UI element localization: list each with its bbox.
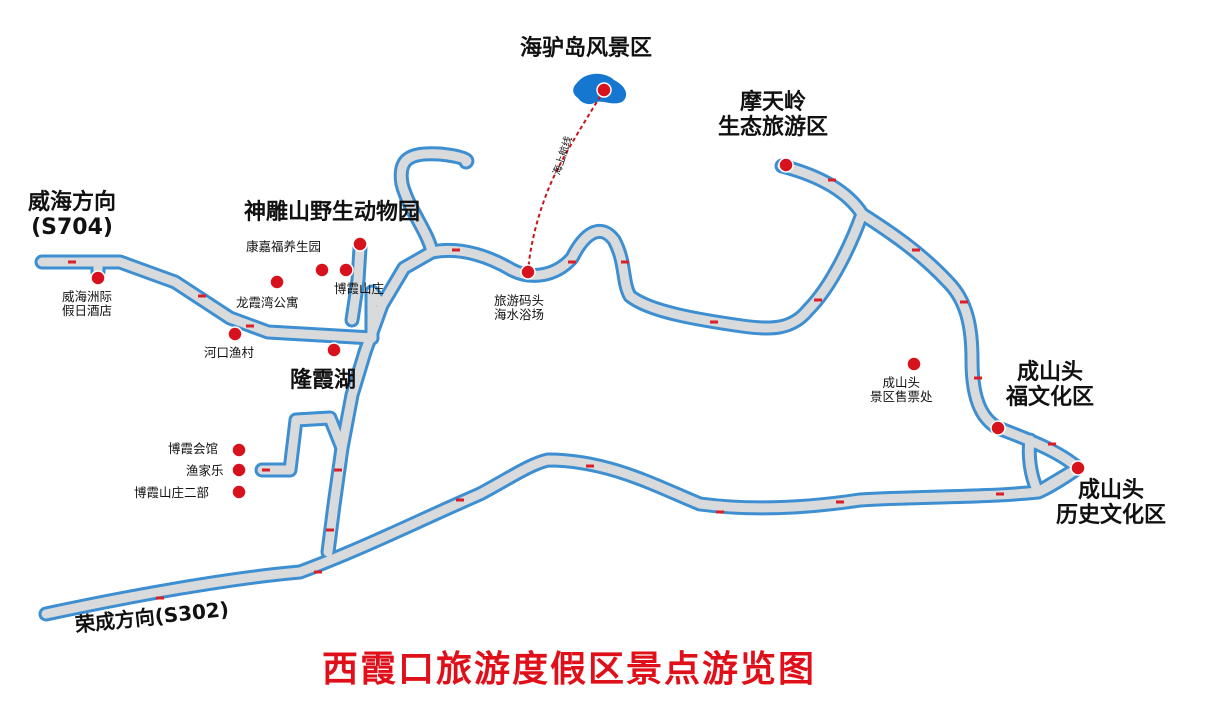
label-weihai-hotel-line1: 威海洲际 (62, 289, 113, 304)
road-marking (814, 298, 822, 302)
label-chengshantou-fu-line1: 成山头 (1017, 360, 1084, 385)
label-ferry-pier-line1: 旅游码头 (494, 293, 545, 308)
poi-chengshantou-fu[interactable] (990, 420, 1006, 436)
road-to-pier (427, 209, 867, 333)
road-marking (716, 510, 724, 514)
road-marking (198, 294, 206, 298)
road-motianling (777, 161, 1003, 433)
road-marking (326, 528, 334, 532)
label-weihai-hotel: 威海洲际 假日酒店 (62, 289, 113, 319)
poi-shendiao-zoo[interactable] (352, 236, 368, 252)
road-marking (262, 468, 270, 472)
road-shendiao (347, 243, 387, 343)
road-marking (996, 492, 1004, 496)
poi-longxia-lake[interactable] (326, 342, 342, 358)
label-weihai-line1: 威海方向 (28, 190, 117, 215)
road-south-trunk (323, 247, 437, 557)
poi-hailv-island[interactable] (596, 82, 612, 98)
label-ferry-pier: 旅游码头 海水浴场 (494, 293, 545, 323)
road-marking (568, 260, 576, 264)
poi-ticket-office[interactable] (906, 356, 922, 372)
poi-ferry-pier[interactable] (520, 264, 536, 280)
poi-chengshantou-history[interactable] (1070, 460, 1086, 476)
label-hekou: 河口渔村 (204, 345, 255, 360)
poi-kangjia[interactable] (314, 262, 330, 278)
poi-boxia-villa2[interactable] (231, 484, 247, 500)
road-rongcheng-s302-border (38, 452, 1046, 622)
label-kangjia: 康嘉福养生园 (246, 239, 322, 254)
road-marking (334, 468, 342, 472)
ferry-route-line (527, 89, 605, 273)
road-marking (828, 178, 836, 182)
road-marking (246, 324, 254, 328)
label-ticket-office: 成山头 景区售票处 (870, 375, 933, 405)
poi-weihai-hotel[interactable] (90, 270, 106, 286)
label-weihai-direction: 威海方向 (S704) (28, 190, 116, 241)
road-marking (314, 570, 322, 574)
label-motianling-line1: 摩天岭 (740, 90, 807, 115)
road-marking (621, 260, 629, 264)
poi-yujiale[interactable] (231, 462, 247, 478)
label-chengshantou-history: 成山头 历史文化区 (1056, 478, 1166, 529)
label-ferry-pier-line2: 海水浴场 (494, 307, 545, 323)
label-shendiao-zoo: 神雕山野生动物园 (244, 200, 421, 225)
road-marking (1048, 442, 1056, 446)
road-marking (452, 248, 460, 252)
poi-boxia-hall[interactable] (231, 442, 247, 458)
poi-markers (90, 82, 1086, 500)
road-north-loop (396, 149, 472, 257)
label-hailv-island: 海驴岛风景区 (520, 36, 653, 61)
label-ticket-line1: 成山头 (882, 375, 921, 390)
poi-motianling[interactable] (778, 157, 794, 173)
label-boxia-hall: 博霞会馆 (168, 441, 219, 456)
road-marking (710, 320, 718, 324)
label-motianling: 摩天岭 生态旅游区 (718, 90, 828, 141)
poi-boxia-villa[interactable] (338, 262, 354, 278)
label-longxia-lake: 隆霞湖 (290, 368, 357, 393)
road-rongcheng-s302 (41, 455, 1043, 619)
label-weihai-line2: (S704) (31, 215, 113, 241)
label-chengshantou-history-line2: 历史文化区 (1056, 503, 1167, 529)
label-motianling-line2: 生态旅游区 (718, 115, 829, 141)
road-weihai-s704 (37, 257, 377, 343)
road-marking (456, 498, 464, 502)
label-chengshantou-history-line1: 成山头 (1078, 478, 1145, 503)
road-marking (836, 500, 844, 504)
label-weihai-hotel-line2: 假日酒店 (62, 303, 113, 319)
road-marking (156, 596, 164, 600)
poi-longxiawan[interactable] (269, 274, 285, 290)
road-longxia-lake (257, 413, 347, 475)
road-markings (68, 178, 1056, 600)
road-marking (586, 464, 594, 468)
label-chengshantou-fu-line2: 福文化区 (1006, 385, 1095, 411)
label-boxia-villa2: 博霞山庄二部 (134, 485, 210, 500)
label-longxiawan: 龙霞湾公寓 (236, 295, 299, 310)
road-marking (68, 260, 76, 264)
label-ticket-line2: 景区售票处 (870, 389, 933, 405)
map-title: 西霞口旅游度假区景点游览图 (322, 648, 817, 690)
label-yujiale: 渔家乐 (186, 463, 224, 478)
road-marking (912, 248, 920, 252)
label-chengshantou-fu: 成山头 福文化区 (1006, 360, 1094, 411)
poi-hekou[interactable] (227, 326, 243, 342)
road-marking (974, 376, 982, 380)
label-boxia-villa: 博霞山庄 (334, 281, 385, 296)
road-marking (960, 300, 968, 304)
